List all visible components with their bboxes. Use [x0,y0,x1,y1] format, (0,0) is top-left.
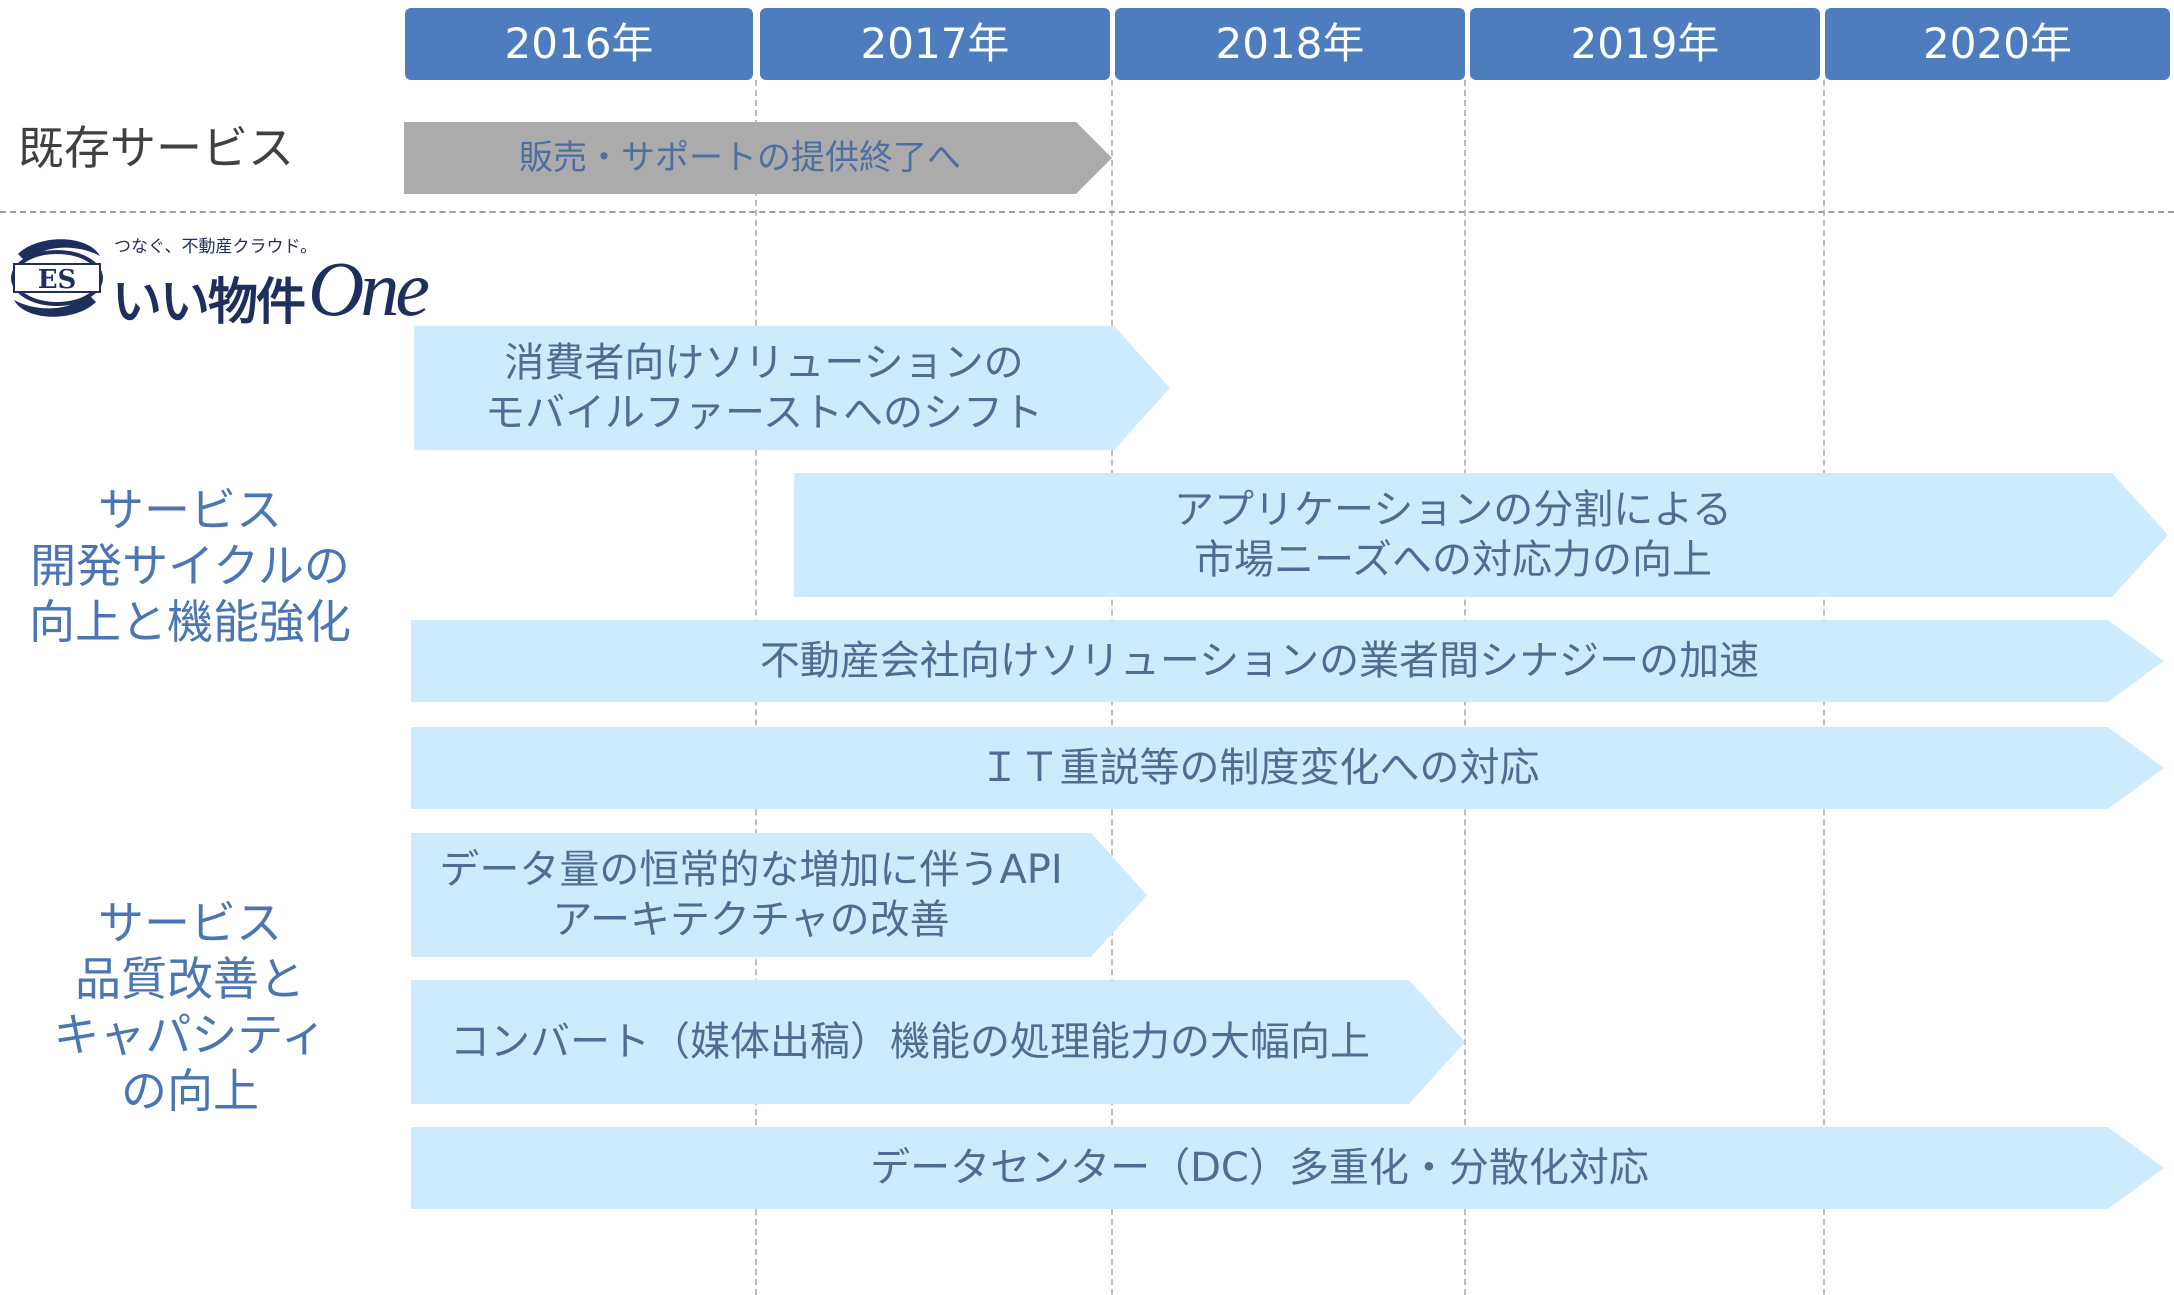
roadmap-bar-datacenter: データセンター（DC）多重化・分散化対応 [411,1127,2164,1209]
existing-service-label: 既存サービス [18,121,294,175]
year-header-2016: 2016年 [405,8,753,80]
roadmap-bar-api: データ量の恒常的な増加に伴うAPI アーキテクチャの改善 [411,833,1147,957]
logo-name-suffix: One [308,245,430,332]
year-header-2019: 2019年 [1470,8,1820,80]
es-logo-icon: ES [11,239,103,317]
roadmap-bar-mobile-first: 消費者向けソリューションの モバイルファーストへのシフト [414,326,1170,450]
roadmap-bar-app-split: アプリケーションの分割による 市場ニーズへの対応力の向上 [794,473,2168,597]
logo-tagline: つなぐ、不動産クラウド。 [114,237,318,257]
section-divider [0,211,2174,213]
group-label-development: サービス 開発サイクルの 向上と機能強化 [29,483,351,649]
year-header-2018: 2018年 [1115,8,1465,80]
roadmap-bar-synergy: 不動産会社向けソリューションの業者間シナジーの加速 [411,620,2164,702]
roadmap-bar-convert: コンバート（媒体出稿）機能の処理能力の大幅向上 [411,980,1465,1104]
group-label-quality: サービス 品質改善と キャパシティ の向上 [53,896,327,1118]
roadmap-bar-it-regulation: ＩＴ重説等の制度変化への対応 [411,727,2164,809]
logo-name: いい物件 [112,272,306,331]
existing-service-bar: 販売・サポートの提供終了へ [404,122,1112,194]
year-header-2020: 2020年 [1825,8,2170,80]
year-header-2017: 2017年 [760,8,1110,80]
iibukken-one-logo: ES つなぐ、不動産クラウド。 いい物件 One [8,232,448,332]
logo-mark-text: ES [38,265,77,295]
